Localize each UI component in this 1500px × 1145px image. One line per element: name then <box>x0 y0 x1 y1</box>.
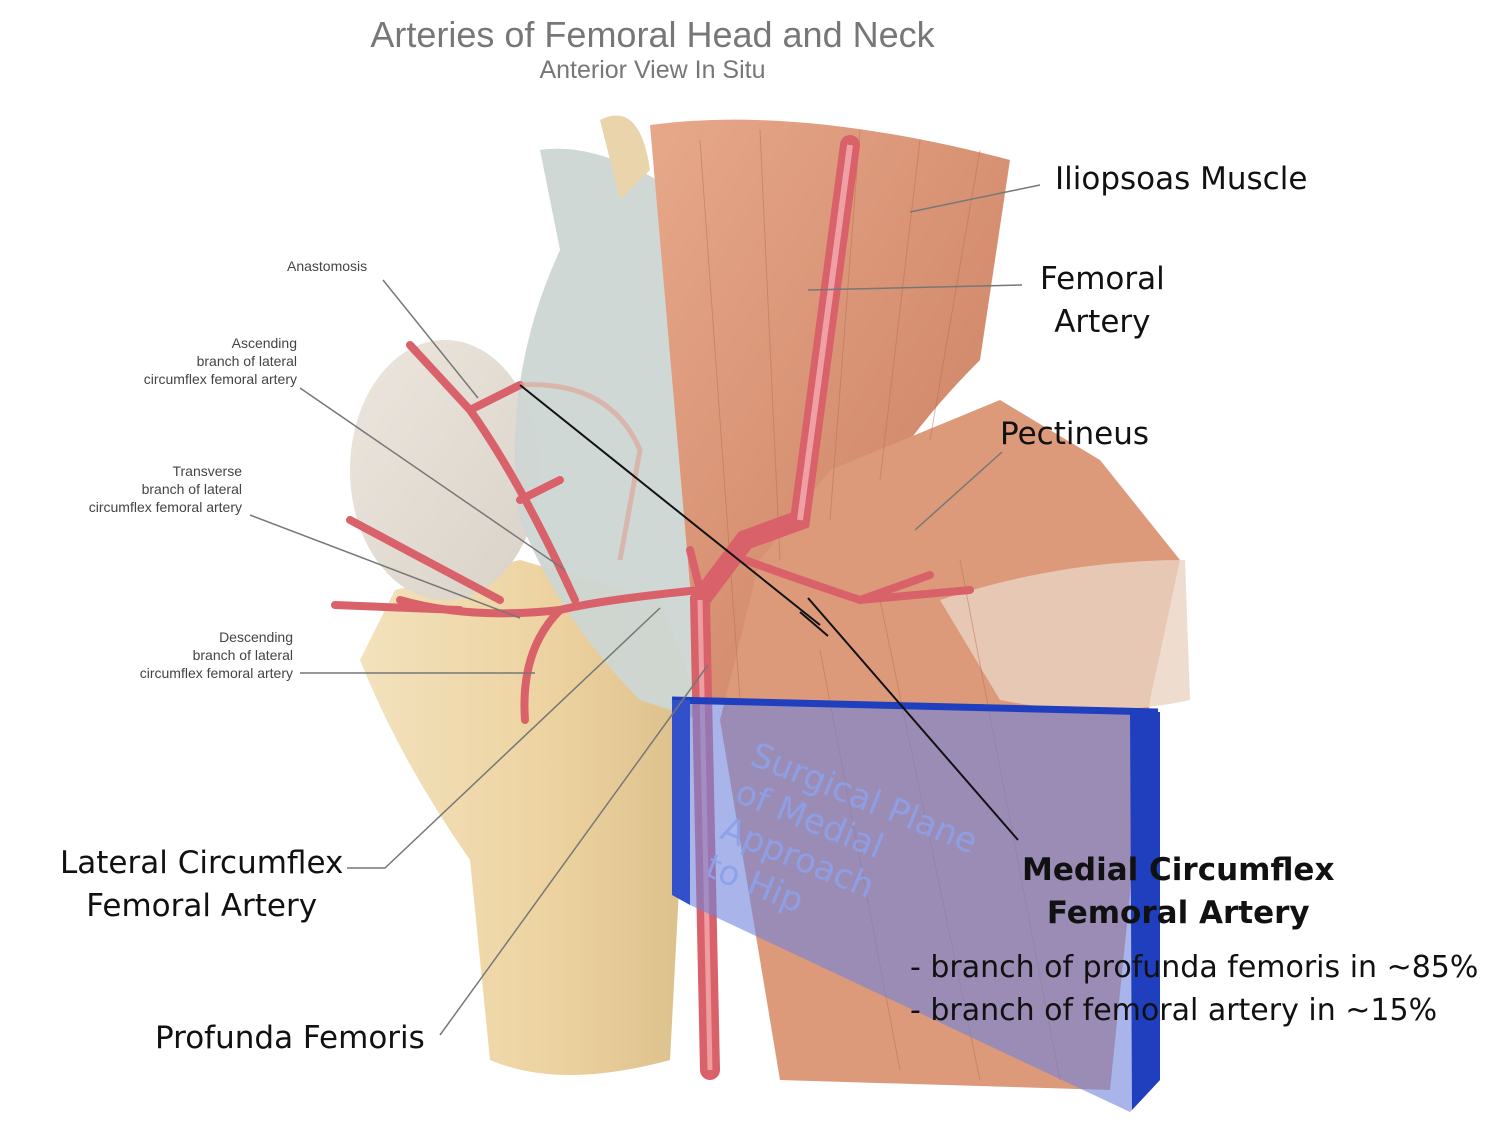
label-lateral-circumflex: Lateral Circumflex Femoral Artery <box>60 845 344 924</box>
surgical-plane <box>672 700 1160 1112</box>
label-iliopsoas: Iliopsoas Muscle <box>1055 161 1308 197</box>
label-anastomosis: Anastomosis <box>287 258 368 274</box>
label-profunda-femoris: Profunda Femoris <box>155 1020 425 1056</box>
label-pectineus: Pectineus <box>1000 416 1149 452</box>
femoral-head <box>350 340 540 600</box>
femur-bone <box>360 560 690 1075</box>
label-ascending-branch: Ascending branch of lateral circumflex f… <box>143 335 297 387</box>
medial-circumflex-notes: - branch of profunda femoris in ~85% - b… <box>910 950 1479 1028</box>
label-femoral-artery: Femoral Artery <box>1040 261 1165 340</box>
figure-title: Arteries of Femoral Head and Neck <box>370 14 935 55</box>
label-medial-circumflex: Medial Circumflex Femoral Artery <box>1022 852 1335 931</box>
label-descending-branch: Descending branch of lateral circumflex … <box>139 629 293 681</box>
figure-subtitle: Anterior View In Situ <box>539 56 766 84</box>
label-transverse-branch: Transverse branch of lateral circumflex … <box>88 463 242 515</box>
